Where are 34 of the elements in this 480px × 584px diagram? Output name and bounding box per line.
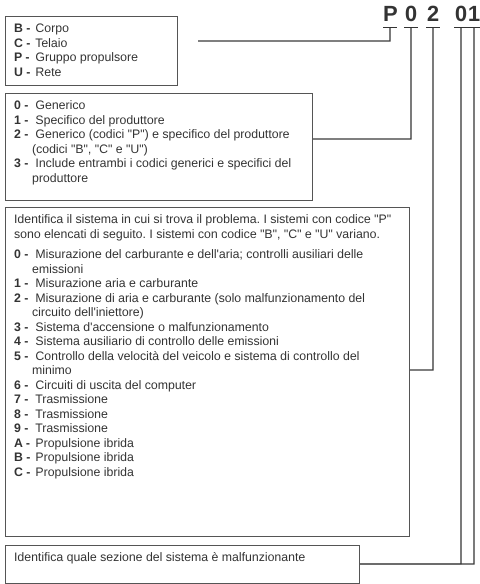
code-description: 3 - Sistema d'accensione o malfunzionamento (14, 320, 270, 334)
leader-line (410, 28, 434, 371)
code-description: 9 - Trasmissione (14, 421, 109, 436)
code-description: B - Corpo (14, 21, 70, 36)
code-character: 0 (404, 2, 418, 28)
leader-line (313, 28, 412, 140)
code-character: 1 (467, 2, 480, 28)
code-description: 3 - Include entrambi i codici generici e specifici del produttore (14, 156, 292, 185)
legend-box (5, 93, 313, 201)
code-character: P (383, 2, 397, 28)
code-character: 2 (426, 2, 440, 28)
code-description: B - Propulsione ibrida (14, 450, 135, 464)
code-description: C - Telaio (14, 36, 68, 50)
code-description: 4 - Sistema ausiliario di controllo delle emissioni (14, 334, 280, 348)
description-text: Identifica il sistema in cui si trova il problema. I sistemi con codice "P" sono elencati di seguito. I sistemi con codice "B", "C" e "U" variano. (14, 212, 392, 241)
description-text: Identifica quale sezione del sistema è malfunzionante (14, 550, 306, 564)
code-description: C - Propulsione ibrida (14, 464, 135, 479)
legend-box (5, 207, 410, 537)
code-description: P - Gruppo propulsore (14, 50, 139, 64)
code-description: 7 - Trasmissione (14, 392, 109, 406)
legend-box (5, 545, 360, 584)
code-description: 0 - Generico (14, 98, 86, 112)
code-description: 0 - Misurazione del carburante e dell'aria; controlli ausiliari delle emissioni (14, 247, 364, 276)
code-description: 1 - Misurazione aria e carburante (14, 276, 200, 290)
legend-box (5, 16, 178, 86)
code-description: 1 - Specifico del produttore (14, 112, 166, 127)
code-description: U - Rete (14, 64, 62, 79)
code-description: 5 - Controllo della velocità del veicolo e sistema di controllo del minimo (14, 348, 360, 378)
code-description: 6 - Circuiti di uscita del computer (14, 378, 198, 392)
code-description: 2 - Generico (codici "P") e specifico del produttore (codici "B", "C" e "U") (14, 127, 291, 156)
code-description: A - Propulsione ibrida (14, 436, 135, 450)
code-description: 2 - Misurazione di aria e carburante (solo malfunzionamento del circuito dell'iniettore) (14, 290, 366, 320)
code-character: 0 (454, 2, 468, 28)
code-description: 8 - Trasmissione (14, 406, 109, 421)
